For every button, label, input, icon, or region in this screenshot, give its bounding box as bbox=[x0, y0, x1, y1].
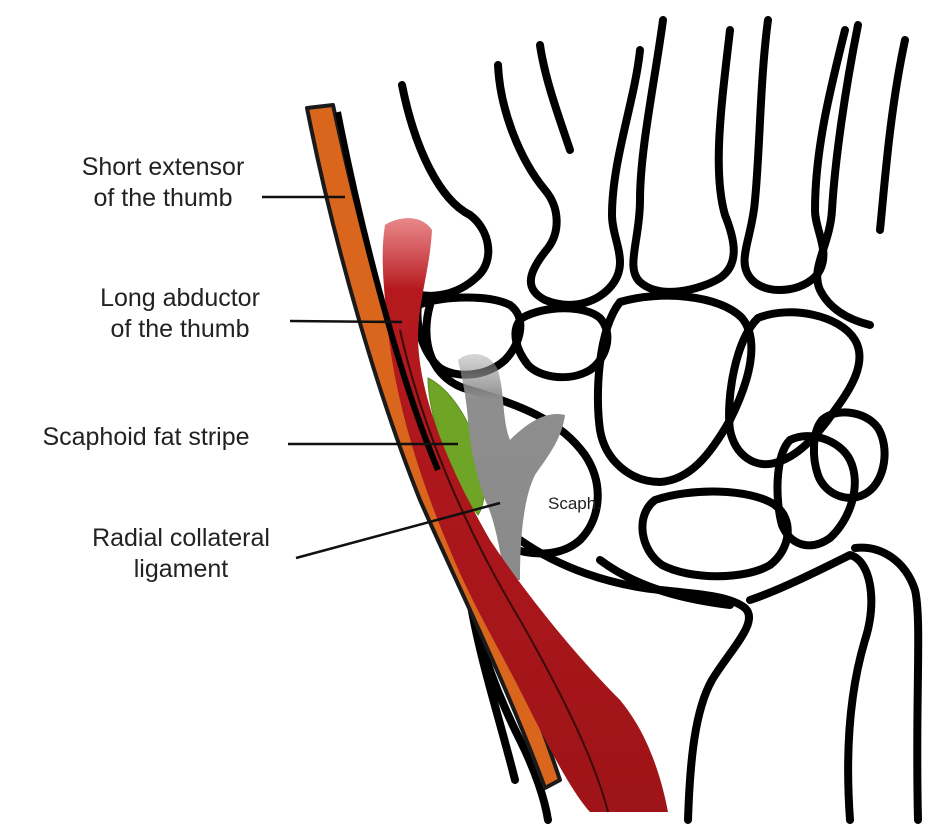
trapezoid-outline bbox=[515, 308, 607, 377]
label-long-abductor-line1: Long abductor bbox=[70, 283, 290, 314]
metacarpal-5b-outline bbox=[880, 40, 905, 230]
metacarpal-4-outline bbox=[745, 20, 845, 290]
label-scaphoid-fat-stripe: Scaphoid fat stripe bbox=[12, 422, 280, 453]
label-scaphoid: Scaph. bbox=[548, 494, 601, 514]
ulna-head-outline bbox=[855, 548, 918, 820]
label-scaphoid-fat-stripe-line1: Scaphoid fat stripe bbox=[12, 422, 280, 453]
label-short-extensor-line1: Short extensor bbox=[58, 152, 268, 183]
metacarpal-2-outline bbox=[498, 50, 640, 305]
metacarpal-5-outline bbox=[817, 25, 870, 325]
metacarpal-2b-outline bbox=[540, 45, 570, 150]
ulna-outline bbox=[750, 555, 871, 820]
label-long-abductor: Long abductor of the thumb bbox=[70, 283, 290, 345]
label-rcl-line1: Radial collateral bbox=[70, 523, 292, 554]
metacarpal-3-outline bbox=[633, 20, 733, 292]
label-radial-collateral-ligament: Radial collateral ligament bbox=[70, 523, 292, 585]
leader-line-long-abductor bbox=[290, 321, 402, 322]
label-rcl-line2: ligament bbox=[70, 554, 292, 585]
label-short-extensor: Short extensor of the thumb bbox=[58, 152, 268, 214]
lunate-outline bbox=[642, 492, 787, 577]
label-short-extensor-line2: of the thumb bbox=[58, 183, 268, 214]
label-long-abductor-line2: of the thumb bbox=[70, 314, 290, 345]
